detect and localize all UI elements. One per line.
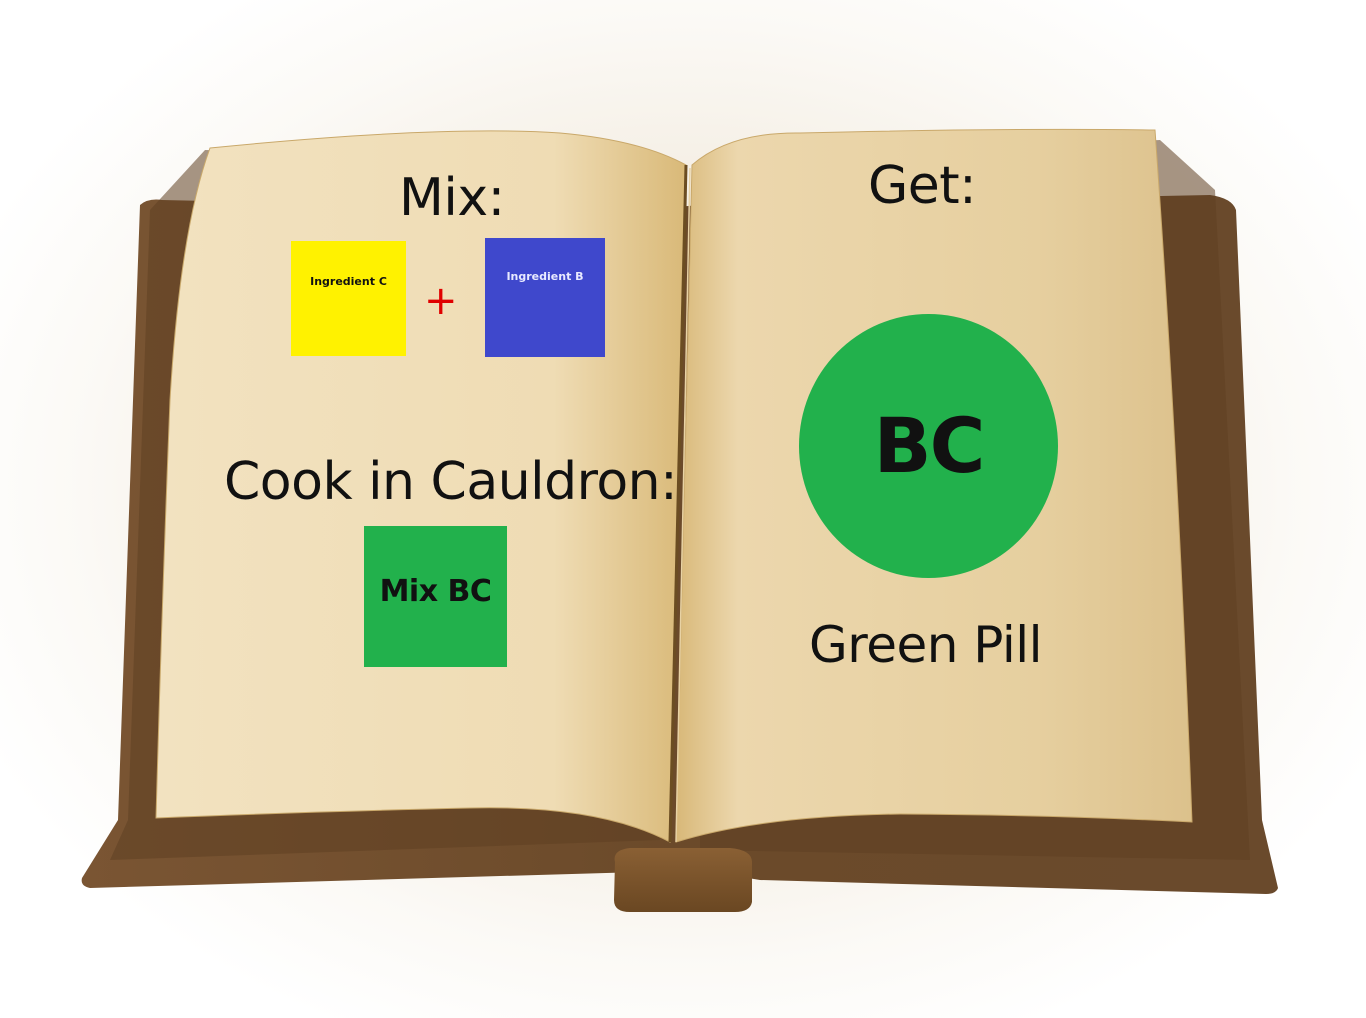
ingredient-b-card[interactable]: Ingredient B	[485, 238, 605, 357]
ingredient-c-card[interactable]: Ingredient C	[291, 241, 406, 356]
green-pill-result[interactable]: BC	[799, 314, 1058, 578]
get-heading: Get:	[868, 156, 977, 216]
book-spine	[614, 848, 752, 912]
cook-heading: Cook in Cauldron:	[224, 452, 678, 512]
center-fold	[668, 164, 688, 843]
ingredient-c-label: Ingredient C	[310, 275, 387, 288]
ingredient-b-label: Ingredient B	[506, 270, 584, 283]
result-label: BC	[873, 401, 986, 490]
result-name: Green Pill	[809, 616, 1043, 674]
cauldron-mix-label: Mix BC	[379, 574, 492, 609]
cauldron-mix-card[interactable]: Mix BC	[364, 526, 507, 667]
mix-heading: Mix:	[399, 168, 505, 228]
plus-symbol: +	[424, 278, 458, 324]
